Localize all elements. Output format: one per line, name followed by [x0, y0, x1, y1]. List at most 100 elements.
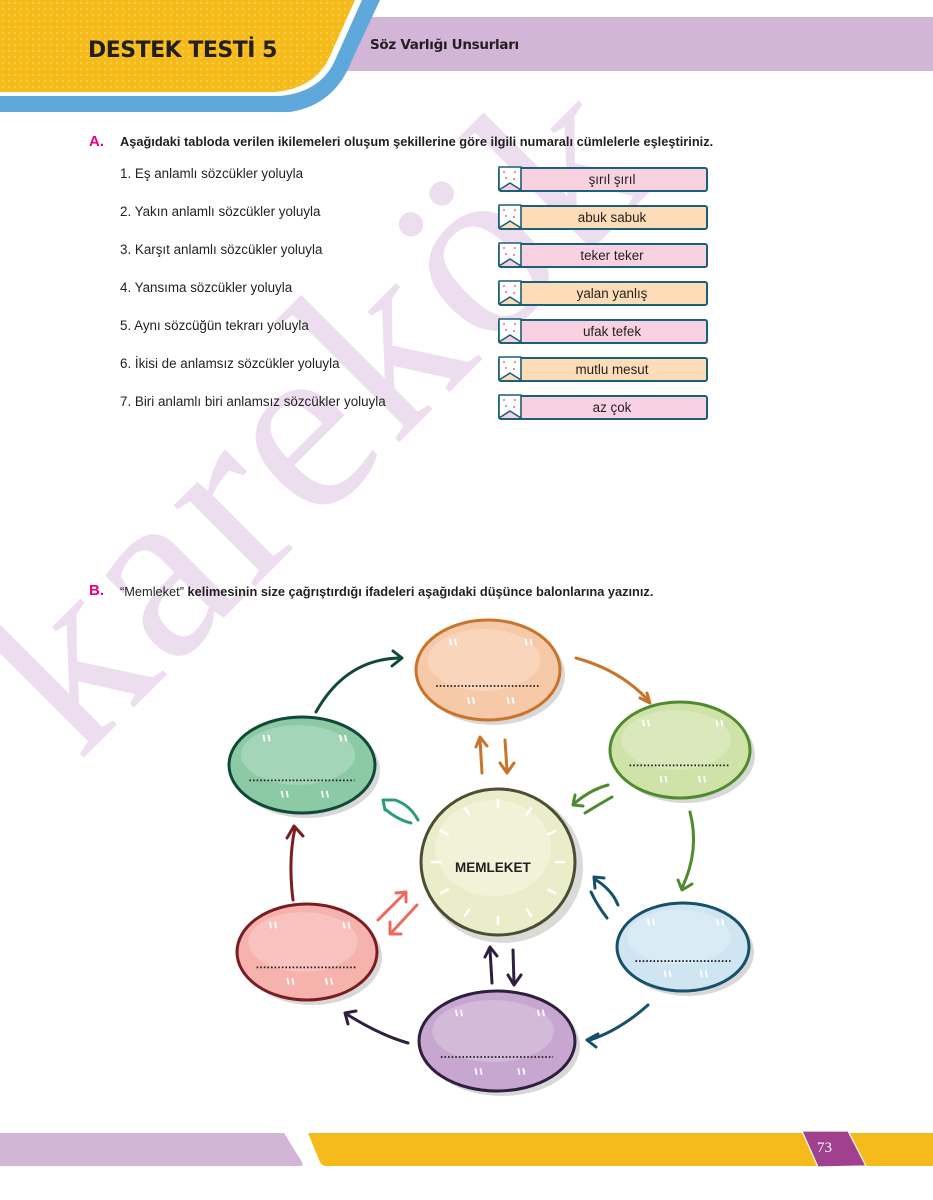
page-number-badge	[801, 1130, 867, 1168]
bookmark-icon	[498, 318, 522, 343]
tag-label: mutlu mesut	[575, 362, 649, 377]
section-b-letter: B.	[89, 582, 104, 599]
footer-purple-band	[0, 1133, 303, 1166]
balloon-highlight	[248, 912, 358, 972]
arrow-head	[343, 1009, 358, 1026]
bidirectional-arrow	[511, 948, 516, 985]
balloon-highlight	[621, 710, 731, 770]
topic-title: Söz Varlığı Unsurları	[370, 37, 519, 53]
sparkle-mark	[659, 775, 668, 783]
connector-arrow	[346, 1013, 410, 1045]
sparkle-mark	[262, 734, 271, 742]
sparkle-mark	[455, 1009, 463, 1017]
sparkle-mark	[325, 977, 333, 985]
page-number: 73	[817, 1140, 832, 1156]
center-balloon-label: MEMLEKET	[455, 860, 531, 875]
clock-tick	[525, 908, 533, 917]
bookmark-icon	[498, 242, 522, 267]
bidirectional-arrow	[589, 890, 609, 920]
bidirectional-arrow	[506, 973, 523, 987]
section-b-instruction: “Memleket” kelimesinin size çağrıştırdığ…	[120, 584, 653, 599]
tag-label: yalan yanlış	[576, 286, 648, 301]
footer-yellow-band	[308, 1133, 933, 1166]
tag-label: teker teker	[580, 248, 644, 263]
clock-tick	[439, 888, 450, 895]
pairing-tag: az çok	[494, 394, 710, 422]
sparkle-mark	[449, 638, 457, 646]
statement-1: 1. Eş anlamlı sözcükler yoluyla	[120, 166, 304, 181]
thought-balloon-diagram	[227, 618, 755, 1096]
header-topic-band	[340, 17, 933, 71]
center-balloon-highlight	[435, 800, 551, 896]
balloon-highlight	[241, 725, 355, 785]
sparkle-mark	[474, 1068, 483, 1075]
tag-label: abuk sabuk	[577, 210, 647, 225]
statement-6: 6. İkisi de anlamsız sözcükler yoluyla	[120, 356, 340, 371]
arrow-head	[390, 649, 404, 668]
balloon-highlight	[627, 909, 731, 965]
sparkle-mark	[524, 638, 533, 646]
thought-balloon-bottom	[417, 989, 577, 1093]
clock-tick	[463, 807, 471, 816]
bidirectional-arrow	[381, 798, 395, 812]
clock-tick	[546, 829, 557, 836]
sparkle-mark	[716, 918, 725, 926]
bookmark-icon	[498, 166, 522, 191]
pairing-tag: mutlu mesut	[494, 356, 710, 384]
pairing-tag: teker teker	[494, 242, 710, 270]
bidirectional-arrow	[583, 795, 614, 815]
bidirectional-arrow	[571, 793, 585, 808]
tag-label: ufak tefek	[582, 324, 642, 339]
bidirectional-arrow	[390, 903, 419, 934]
section-b-quote: “Memleket”	[120, 584, 184, 599]
bidirectional-arrow	[503, 738, 509, 772]
sparkle-mark	[517, 1068, 526, 1075]
sparkle-mark	[647, 918, 655, 926]
arrow-head	[585, 1032, 600, 1049]
section-a-instruction: Aşağıdaki tabloda verilen ikilemeleri ol…	[120, 134, 714, 149]
clock-tick	[463, 908, 471, 917]
sparkle-mark	[698, 775, 706, 783]
connector-arrow	[680, 810, 696, 890]
header-title-band	[0, 0, 380, 112]
sparkle-mark	[663, 970, 672, 978]
tag-label: şırıl şırıl	[588, 172, 636, 187]
connector-arrow	[574, 656, 650, 702]
sparkle-mark	[642, 719, 650, 727]
tag-label: az çok	[592, 400, 632, 415]
bidirectional-arrow	[498, 761, 516, 775]
arrow-head	[638, 691, 652, 705]
bidirectional-arrow	[376, 891, 407, 922]
balloon-highlight	[427, 629, 541, 691]
section-b-instruction-text: kelimesinin size çağrıştırdığı ifadeleri…	[184, 584, 654, 599]
clock-tick	[439, 829, 450, 836]
tag-bar	[498, 281, 708, 306]
bidirectional-arrow	[573, 783, 610, 805]
bidirectional-arrow	[393, 798, 420, 822]
thought-balloon-top-left	[227, 715, 377, 815]
bidirectional-arrow	[478, 738, 484, 775]
footer-band	[0, 1130, 933, 1168]
connector-arrow	[314, 656, 400, 714]
sparkle-mark	[715, 719, 724, 727]
sparkle-mark	[506, 697, 515, 704]
pairing-tag: şırıl şırıl	[494, 166, 710, 194]
bidirectional-arrow	[394, 890, 408, 904]
bookmark-icon	[498, 204, 522, 229]
statement-3: 3. Karşıt anlamlı sözcükler yoluyla	[120, 242, 323, 257]
tag-bar	[498, 319, 708, 344]
tag-bar	[498, 357, 708, 382]
clock-tick	[525, 807, 533, 816]
arrow-head	[676, 878, 694, 892]
pairing-tag: ufak tefek	[494, 318, 710, 346]
statement-7: 7. Biri anlamlı biri anlamsız sözcükler …	[120, 394, 386, 409]
statement-4: 4. Yansıma sözcükler yoluyla	[120, 280, 293, 295]
bookmark-icon	[498, 394, 522, 419]
connector-arrow	[289, 826, 297, 902]
pairing-tag: abuk sabuk	[494, 204, 710, 232]
sparkle-mark	[280, 790, 289, 798]
bidirectional-arrow	[592, 875, 606, 890]
sparkle-mark	[321, 790, 329, 798]
thought-balloon-bottom-left	[235, 902, 379, 1002]
statement-5: 5. Aynı sözcüğün tekrarı yoluyla	[120, 318, 309, 333]
